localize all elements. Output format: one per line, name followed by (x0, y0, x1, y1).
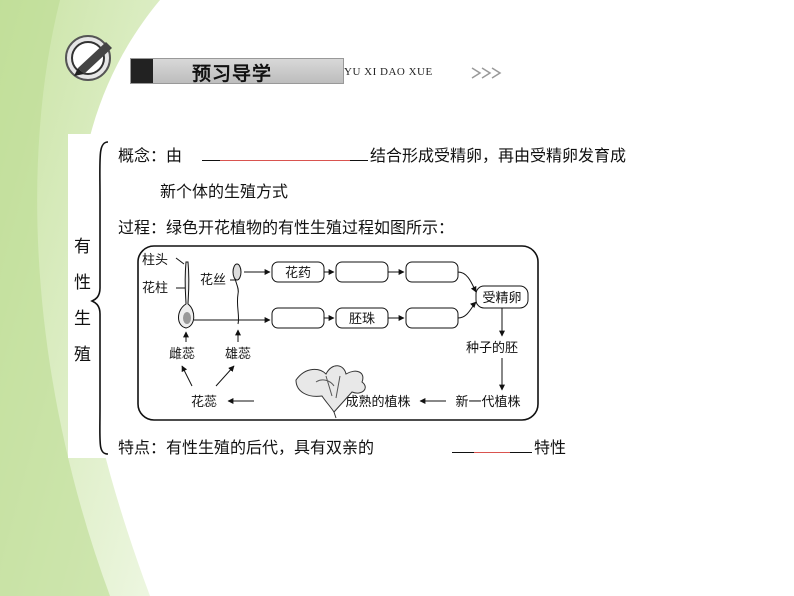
left-brace (90, 141, 109, 455)
feature-blank[interactable] (452, 452, 532, 453)
feature-prefix: 特点：有性生殖的后代，具有双亲的 (118, 438, 375, 457)
label-stigma: 柱头 (142, 253, 168, 268)
label-flower-parts: 花蕊 (191, 394, 217, 410)
label-char-4: 殖 (74, 345, 91, 365)
label-filament: 花丝 (200, 272, 226, 288)
label-ovule: 胚珠 (349, 312, 375, 327)
concept-prefix: 概念：由 (118, 146, 183, 165)
blank-box-1[interactable] (335, 261, 389, 283)
label-new-plant: 新一代植株 (455, 394, 520, 410)
label-char-3: 生 (74, 309, 91, 329)
label-anther: 花药 (285, 265, 311, 281)
page-subtitle: YU XI DAO XUE (344, 66, 433, 78)
label-style: 花柱 (142, 280, 168, 296)
label-mature-plant: 成熟的植株 (345, 394, 410, 410)
concept-line2: 新个体的生殖方式 (160, 182, 289, 201)
feature-suffix: 特性 (534, 438, 567, 457)
stamen-drawing (230, 263, 242, 325)
label-pistil: 雌蕊 (169, 346, 195, 362)
pencil-badge-icon (65, 35, 112, 81)
label-seed-embryo: 种子的胚 (466, 340, 518, 356)
page-title: 预习导学 (192, 63, 273, 85)
pistil-drawing (175, 257, 195, 329)
label-fertilized-egg: 受精卵 (482, 291, 521, 306)
blank-box-2[interactable] (405, 261, 459, 283)
concept-suffix: 结合形成受精卵，再由受精卵发育成 (370, 146, 627, 165)
header-bar (130, 58, 344, 84)
blank-box-4[interactable] (405, 307, 459, 329)
label-char-1: 有 (74, 237, 91, 257)
label-char-2: 性 (74, 273, 91, 293)
reproduction-diagram: 柱头 花柱 花丝 花药 胚珠 受精卵 种子的胚 新一代植株 成熟的植株 花蕊 雌… (137, 245, 539, 421)
process-title: 过程：绿色开花植物的有性生殖过程如图所示： (118, 218, 455, 237)
blank-box-3[interactable] (271, 307, 325, 329)
label-stamen: 雄蕊 (225, 347, 251, 362)
double-chevron-icon (471, 67, 502, 79)
concept-blank[interactable] (202, 160, 368, 161)
flower-drawing (295, 365, 366, 419)
